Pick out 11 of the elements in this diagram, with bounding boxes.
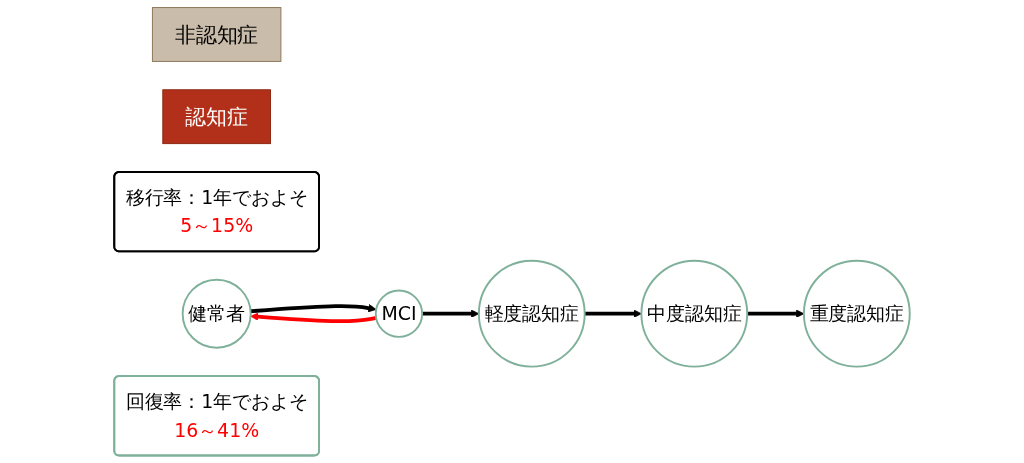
node-box: 非認知症 — [151, 7, 282, 62]
arrow — [250, 304, 377, 314]
arrow — [250, 312, 377, 324]
node-circle: 軽度認知症 — [477, 259, 586, 368]
node-circle: MCI — [374, 289, 424, 338]
node-box: 認知症 — [162, 89, 271, 145]
node-circle: 重度認知症 — [802, 259, 911, 368]
arrow — [747, 309, 805, 318]
node-circle: 中度認知症 — [640, 259, 749, 368]
node-circle: 健常者 — [181, 278, 252, 349]
arrow — [584, 309, 642, 318]
